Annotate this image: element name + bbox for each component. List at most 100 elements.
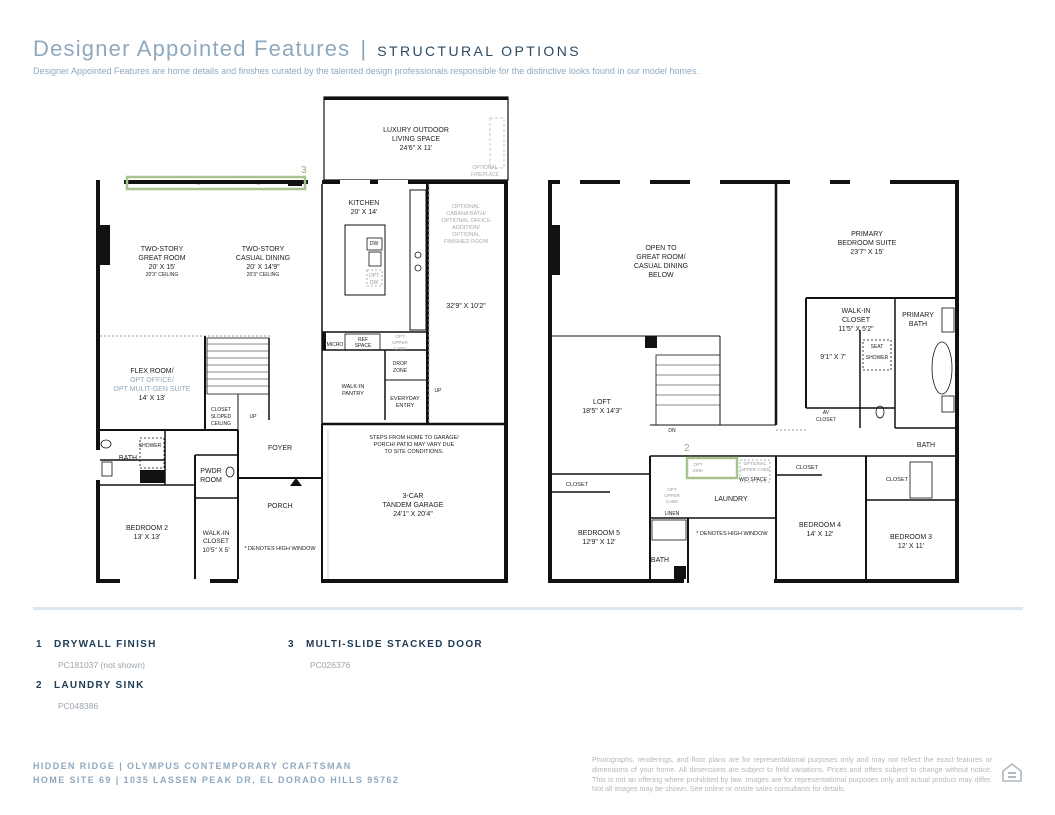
fixture-label: DW — [370, 241, 379, 247]
fixture-label: UPPER CABS — [740, 467, 769, 472]
room-dim: 14' X 12' — [807, 531, 834, 538]
feature-code: PC026376 — [310, 660, 351, 670]
note: TO SITE CONDITIONS. — [385, 449, 444, 455]
room-label: CLOSET — [203, 538, 229, 545]
fixture-label: MICRO — [327, 342, 344, 348]
title-separator: | — [360, 36, 368, 61]
window — [96, 450, 100, 480]
note: * DENOTES HIGH WINDOW — [696, 531, 768, 537]
room-label: ROOM — [200, 477, 222, 484]
section-divider — [33, 607, 1023, 610]
room-label: EVERYDAY — [390, 396, 420, 402]
room-label: BEDROOM 2 — [126, 525, 168, 532]
cooktop-burner — [414, 264, 422, 272]
room-label: FLEX ROOM/ — [130, 368, 173, 375]
window — [340, 180, 370, 184]
window — [560, 180, 580, 184]
room-label: GREAT ROOM/ — [636, 254, 685, 261]
room-label: PORCH — [267, 503, 292, 510]
room-label: ENTRY — [396, 403, 415, 409]
disclaimer: Photographs, renderings, and floor plans… — [592, 755, 992, 794]
community-name: HIDDEN RIDGE | OLYMPUS CONTEMPORARY CRAF… — [33, 761, 352, 771]
room-label: OPTIONAL OFFICE — [441, 218, 491, 224]
room-label: BEDROOM SUITE — [838, 240, 897, 247]
fixture-label: OPT — [667, 487, 677, 492]
fixture-label: UPPER — [664, 493, 680, 498]
room-dim: 10'5" X 5' — [202, 547, 229, 554]
note: * DENOTES HIGH WINDOW — [244, 546, 316, 552]
opt-dw-box — [366, 269, 383, 287]
toilet — [100, 439, 112, 449]
room-label: OPTIONAL — [452, 204, 480, 210]
right-wall — [955, 180, 959, 583]
opt-fireplace-outline — [489, 117, 505, 169]
fixture-label: OPT — [369, 273, 379, 279]
kitchen-island — [344, 224, 386, 296]
room-label: PWDR — [200, 468, 221, 475]
window — [100, 180, 124, 184]
entry-arrow — [290, 478, 302, 486]
room-label: BATH — [119, 455, 137, 462]
fixture-label: CABS — [394, 346, 406, 351]
second-floor-plan — [548, 180, 959, 583]
slide-door-panel — [139, 180, 201, 185]
room-label: CLOSET — [842, 317, 871, 324]
fixture-label: SINK — [693, 468, 704, 473]
window — [378, 180, 408, 184]
room-label: AV — [823, 410, 830, 416]
page-title: Designer Appointed Features | STRUCTURAL… — [33, 36, 581, 62]
feature-name: MULTI-SLIDE STACKED DOOR — [306, 639, 483, 650]
vanity — [941, 307, 955, 333]
room-label: ZONE — [393, 368, 408, 374]
right-wall — [504, 180, 508, 583]
fixture-label: OPTIONAL — [744, 461, 767, 466]
pwdr-toilet — [225, 466, 235, 478]
room-label: TWO-STORY — [141, 246, 184, 253]
feature-2-highlight — [685, 456, 739, 480]
feature-number: 2 — [36, 680, 42, 691]
window — [120, 579, 210, 583]
shower-stall — [139, 437, 165, 469]
stair-label: UP — [250, 414, 258, 420]
toilet — [875, 405, 885, 419]
outdoor-top-wall — [324, 97, 508, 100]
title-text: Designer Appointed Features — [33, 36, 351, 61]
fixture-label: W/D SPACE — [739, 477, 767, 483]
room-label: CLOSET — [886, 477, 909, 483]
room-dim: 18'5" X 14'3" — [582, 408, 622, 415]
room-dim: 12'9" X 12' — [582, 539, 615, 546]
room-dim: 24'1" X 20'4" — [393, 511, 433, 518]
room-dim: 20' X 15' — [149, 264, 176, 271]
room-label: SLOPED — [211, 414, 232, 420]
room-dim: 24'6" X 11' — [400, 145, 433, 152]
room-label: WALK-IN — [342, 384, 365, 390]
page-header: Designer Appointed Features | STRUCTURAL… — [33, 36, 581, 62]
fixture-label: OPT — [395, 334, 405, 339]
window — [308, 180, 322, 184]
room-label: PANTRY — [342, 391, 364, 397]
fixture-label: CABS — [666, 499, 678, 504]
room-label: CABANA BATH/ — [446, 211, 486, 217]
stair-label: DN — [668, 428, 676, 434]
fixture-label: UPPER — [392, 340, 408, 345]
room-label: CLOSET — [796, 465, 819, 471]
top-wall — [548, 180, 959, 184]
room-label: PRIMARY — [902, 312, 934, 319]
stairs — [206, 337, 270, 395]
room-dim: 12' X 11' — [898, 543, 924, 550]
room-dim: 23'7" X 15' — [850, 249, 883, 256]
bath-tub — [909, 461, 933, 499]
room-label: OPEN TO — [645, 245, 677, 252]
room-label: OPT OFFICE/ — [130, 377, 174, 384]
shower-stall — [862, 339, 892, 371]
room-label: CEILING — [211, 421, 231, 427]
vanity — [941, 395, 955, 413]
wall-post — [322, 332, 326, 350]
room-dim: 14' X 13' — [139, 395, 166, 402]
door-post — [288, 180, 302, 186]
bottom-wall-left — [548, 579, 684, 583]
fixture-label: SPACE — [355, 343, 372, 349]
room-label: PRIMARY — [851, 231, 883, 238]
